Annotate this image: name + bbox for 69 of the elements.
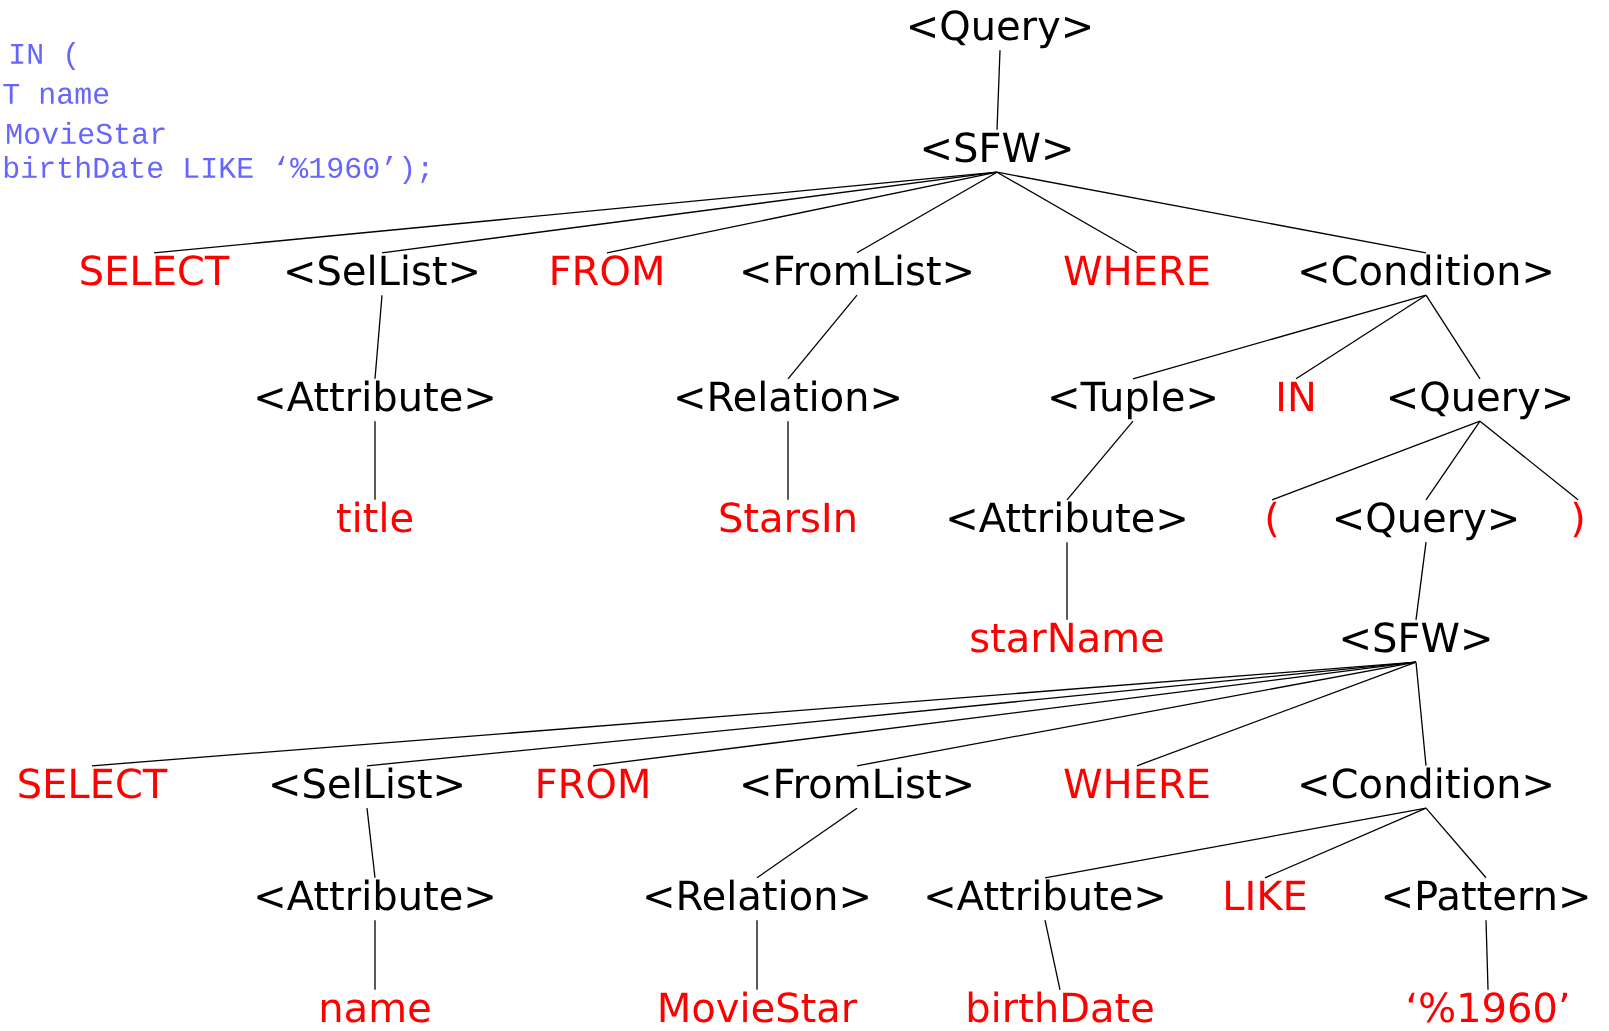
- grammar-symbol: <Query>: [1389, 381, 1571, 420]
- grammar-symbol: <Pattern>: [1384, 880, 1588, 911]
- grammar-symbol: <Condition>: [1301, 767, 1551, 799]
- keyword-token: ‘%1960’: [1408, 992, 1568, 1023]
- grammar-symbol: <FromList>: [743, 254, 971, 286]
- grammar-symbol: <Attribute>: [257, 380, 493, 412]
- keyword-token: birthDate: [968, 991, 1153, 1023]
- tree-edge: [1044, 807, 1427, 879]
- tree-edge: [1132, 294, 1427, 380]
- tree-edge: [1295, 294, 1427, 380]
- tree-edge: [756, 919, 758, 991]
- keyword-token: (: [1267, 501, 1277, 538]
- tree-edge: [787, 420, 789, 501]
- tree-edge: [1485, 919, 1489, 991]
- tree-edge: [1264, 807, 1427, 879]
- grammar-symbol: <Attribute>: [257, 879, 493, 911]
- code-line: MovieStar: [7, 122, 165, 144]
- grammar-symbol: <FromList>: [743, 767, 971, 799]
- grammar-symbol: <Condition>: [1301, 254, 1551, 286]
- tree-edge: [374, 919, 376, 991]
- tree-edge: [1479, 420, 1579, 501]
- tree-edge: [996, 49, 1001, 131]
- grammar-symbol: <Query>: [1335, 502, 1517, 541]
- grammar-symbol: <SFW>: [923, 132, 1071, 163]
- keyword-token: FROM: [552, 255, 662, 286]
- tree-edge: [1425, 294, 1481, 380]
- grammar-symbol: <SFW>: [1342, 622, 1490, 653]
- tree-edge: [1425, 420, 1481, 501]
- keyword-token: SELECT: [19, 768, 168, 799]
- tree-edge: [1425, 807, 1487, 879]
- keyword-token: name: [321, 999, 430, 1023]
- keyword-token: WHERE: [1064, 768, 1209, 798]
- tree-edge: [996, 171, 1427, 254]
- tree-edge: [996, 171, 1138, 254]
- keyword-token: title: [336, 501, 412, 533]
- tree-edge: [1066, 541, 1068, 621]
- tree-edge: [1136, 661, 1417, 767]
- tree-edge: [787, 294, 858, 380]
- grammar-symbol: <Attribute>: [927, 879, 1163, 911]
- keyword-token: WHERE: [1064, 255, 1209, 285]
- tree-edge: [856, 171, 998, 254]
- keyword-token: SELECT: [81, 255, 230, 286]
- tree-edge: [1415, 661, 1427, 767]
- grammar-symbol: <SelList>: [272, 767, 462, 799]
- keyword-token: starName: [971, 622, 1163, 653]
- tree-edge: [374, 420, 376, 501]
- keyword-token: FROM: [538, 768, 648, 799]
- tree-edge: [1271, 420, 1481, 501]
- code-line: birthDate LIKE ‘%1960’);: [4, 156, 428, 184]
- keyword-token: LIKE: [1226, 880, 1306, 910]
- keyword-token: IN: [1279, 381, 1313, 411]
- grammar-symbol: <Relation>: [677, 380, 899, 412]
- tree-edge: [606, 171, 998, 254]
- grammar-symbol: <Tuple>: [1051, 380, 1215, 420]
- grammar-symbol: <Query>: [909, 10, 1091, 49]
- tree-edge: [1415, 541, 1427, 621]
- code-line: IN (: [11, 42, 76, 70]
- grammar-symbol: <SelList>: [287, 254, 477, 286]
- tree-edge: [374, 294, 383, 380]
- keyword-token: StarsIn: [720, 502, 855, 533]
- grammar-symbol: <Relation>: [646, 879, 868, 911]
- keyword-token: ): [1573, 501, 1583, 538]
- tree-edge: [756, 807, 858, 879]
- tree-edge: [1044, 919, 1061, 991]
- tree-edge: [366, 807, 376, 879]
- keyword-token: MovieStar: [660, 991, 858, 1023]
- grammar-symbol: <Attribute>: [949, 501, 1185, 533]
- tree-edge: [1066, 420, 1134, 501]
- code-line: T name: [3, 83, 109, 104]
